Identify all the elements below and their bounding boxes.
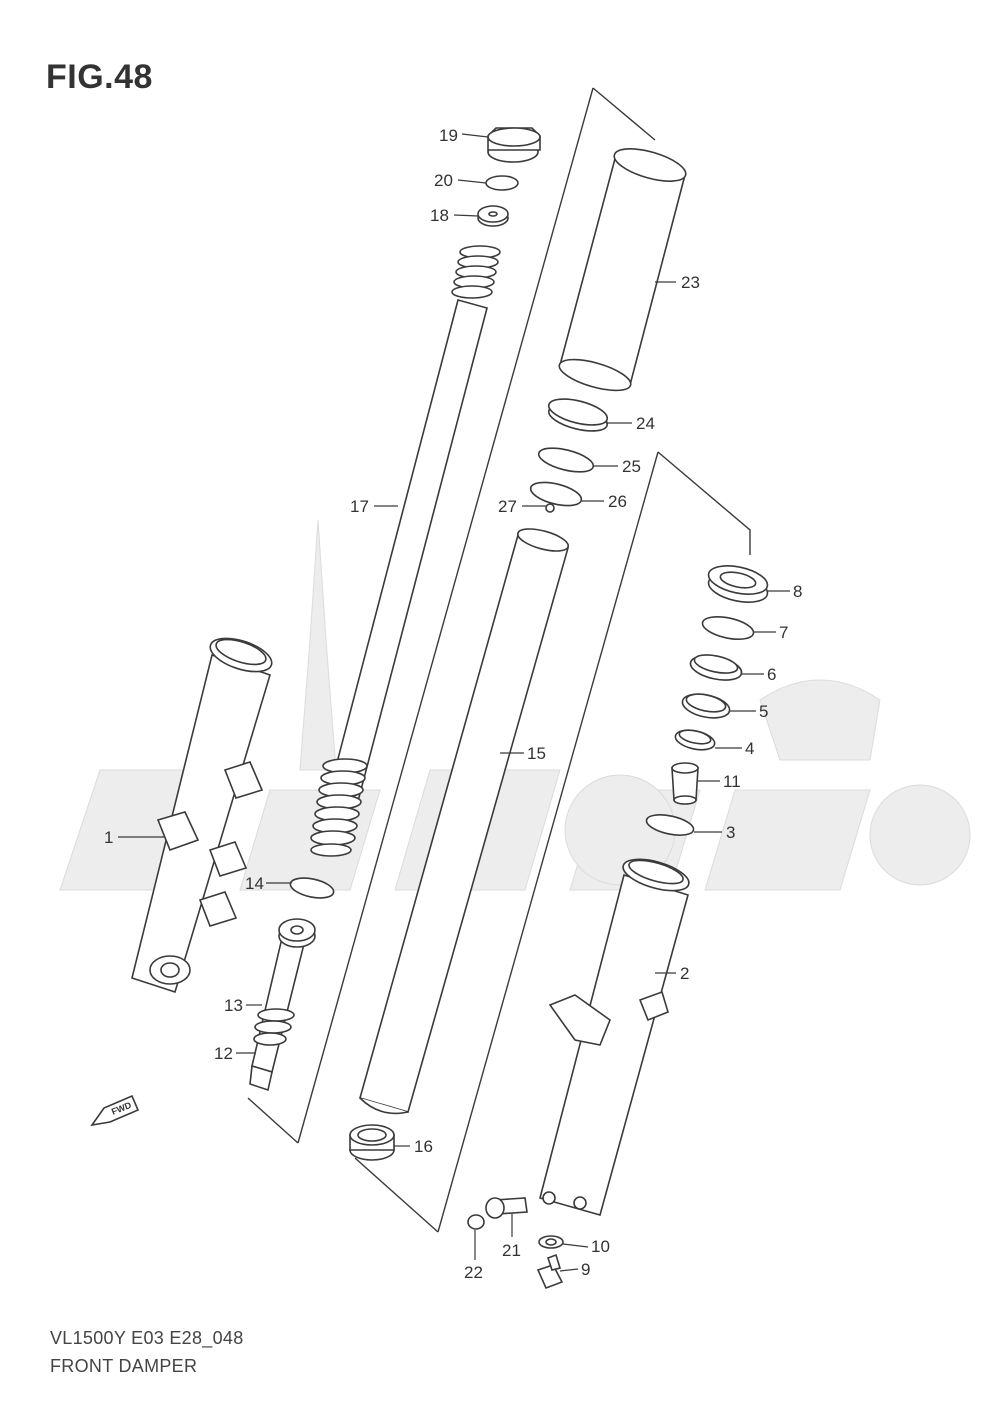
- callout-2: 2: [680, 964, 689, 983]
- drain-bolt: [485, 1197, 528, 1219]
- callout-18: 18: [430, 206, 449, 225]
- slide-bush: [674, 729, 716, 751]
- spacer-part: [477, 205, 509, 227]
- callout-labels: 19 20 18 23 24 25 26 27 17 15 8 7 6 5 4 …: [104, 126, 802, 1282]
- inner-tube: [359, 528, 570, 1115]
- callout-4: 4: [745, 739, 754, 758]
- callout-1: 1: [104, 828, 113, 847]
- callout-27: 27: [498, 497, 517, 516]
- callout-5: 5: [759, 702, 768, 721]
- callout-6: 6: [767, 665, 776, 684]
- drain-plug: [467, 1214, 485, 1230]
- gasket-washer: [538, 1235, 564, 1249]
- oil-seal: [689, 654, 743, 681]
- callout-leaders: [118, 133, 790, 1272]
- callout-26: 26: [608, 492, 627, 511]
- callout-23: 23: [681, 273, 700, 292]
- callout-21: 21: [502, 1241, 521, 1260]
- callout-7: 7: [779, 623, 788, 642]
- right-outer-leg: [539, 858, 690, 1216]
- washer-part: [485, 175, 519, 191]
- oil-lock-ring: [547, 398, 609, 432]
- callout-3: 3: [726, 823, 735, 842]
- stopper-ring: [701, 616, 755, 640]
- snap-ring: [529, 481, 583, 513]
- spring-damper-assembly: [310, 245, 501, 857]
- figure-title: FIG.48: [46, 58, 153, 96]
- callout-16: 16: [414, 1137, 433, 1156]
- bottom-bush: [349, 1124, 395, 1161]
- callout-8: 8: [793, 582, 802, 601]
- circlip: [645, 814, 695, 836]
- damper-rod-piece: [249, 918, 316, 1092]
- callout-15: 15: [527, 744, 546, 763]
- seal-spacer: [681, 693, 731, 719]
- cap-bolt-part: [487, 127, 541, 163]
- assembly-outline-right: [354, 451, 751, 1233]
- oil-lock-piece: [671, 762, 699, 805]
- callout-10: 10: [591, 1237, 610, 1256]
- callout-14: 14: [245, 874, 264, 893]
- guide-ring: [537, 447, 595, 473]
- dust-seal: [707, 565, 769, 603]
- damper-bolt: [536, 1253, 564, 1290]
- left-outer-leg: [131, 637, 273, 994]
- model-code: VL1500Y E03 E28_048: [50, 1328, 244, 1348]
- callout-19: 19: [439, 126, 458, 145]
- callout-24: 24: [636, 414, 655, 433]
- o-ring-part: [289, 877, 335, 899]
- callout-9: 9: [581, 1260, 590, 1279]
- diagram-title: FRONT DAMPER: [50, 1356, 198, 1376]
- fork-tube-upper: [558, 148, 687, 392]
- forward-direction-arrow: FWD: [90, 1094, 140, 1127]
- callout-22: 22: [464, 1263, 483, 1282]
- assembly-outline-left: [247, 87, 656, 1144]
- callout-20: 20: [434, 171, 453, 190]
- upper-spring: [451, 245, 501, 299]
- callout-12: 12: [214, 1044, 233, 1063]
- callout-25: 25: [622, 457, 641, 476]
- callout-13: 13: [224, 996, 243, 1015]
- callout-17: 17: [350, 497, 369, 516]
- callout-11: 11: [723, 772, 741, 791]
- lower-spring: [310, 758, 368, 857]
